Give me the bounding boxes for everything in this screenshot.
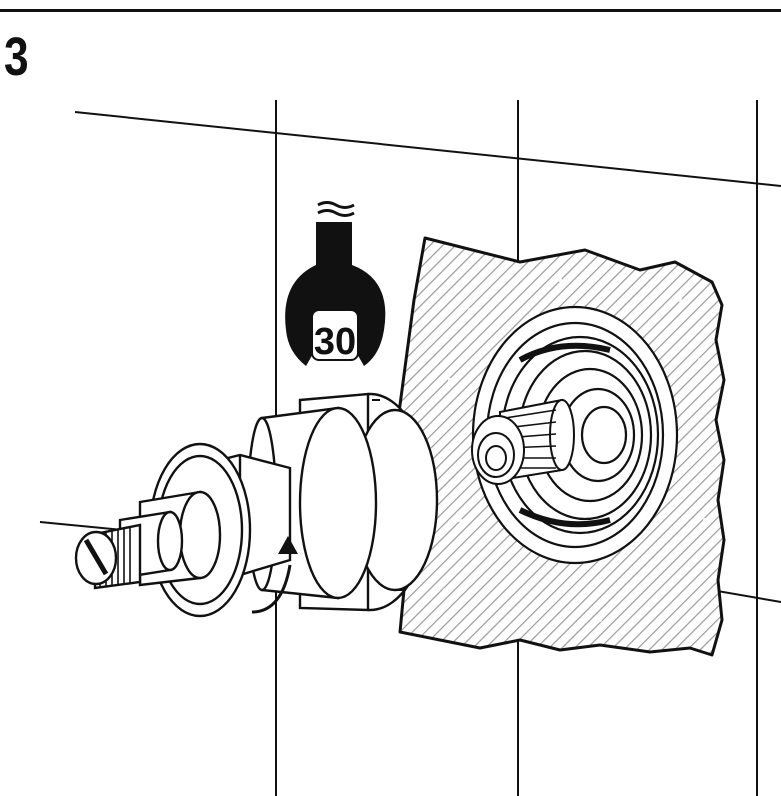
wrench-size-label: 30 [314,321,356,363]
socket-spindle [471,398,575,485]
valve-cartridge [74,392,439,618]
wrench-icon: 30 [285,201,386,366]
top-rule [0,9,781,12]
rotation-arrow-icon [251,536,298,614]
step-number: 3 [4,27,29,87]
tile-line-top [74,111,781,187]
